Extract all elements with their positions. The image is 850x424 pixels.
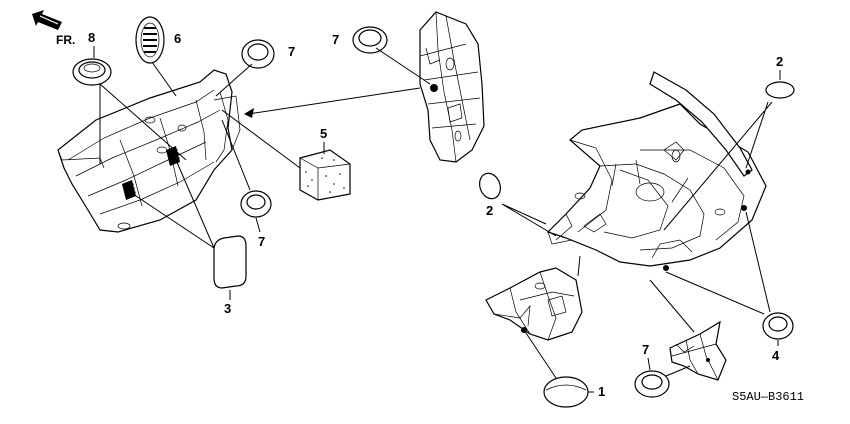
callout-7-lower-left: 7 [258, 234, 265, 249]
front-floor-assembly-drawing [57, 69, 241, 233]
callout-2-right: 2 [776, 54, 783, 69]
grommet-part-7-upper-left [241, 39, 275, 69]
callout-2-left: 2 [486, 203, 493, 218]
grommet-part-7-upper-center [352, 26, 388, 54]
callout-6: 6 [174, 31, 181, 46]
callout-7-upper-center: 7 [332, 32, 339, 47]
grommet-part-8 [72, 58, 112, 86]
plug-part-6 [135, 16, 165, 64]
front-arrow-icon [32, 10, 62, 30]
grommet-part-4 [762, 312, 794, 340]
callout-3: 3 [224, 301, 231, 316]
wheel-housing-bracket-drawing [485, 267, 583, 341]
leader-arrow-icon [244, 108, 254, 118]
front-direction-label: FR. [56, 33, 75, 47]
small-bracket-drawing [669, 320, 727, 381]
seal-part-2-right [765, 81, 795, 99]
callout-7-upper-left: 7 [288, 44, 295, 59]
seal-part-2-left [479, 172, 501, 200]
grommet-part-7-lower-right [634, 370, 670, 398]
diagram-code: S5AU—B3611 [732, 390, 804, 404]
callout-4: 4 [772, 348, 780, 363]
foam-block-part-5 [299, 149, 351, 201]
grommet-part-7-lower-left [240, 190, 272, 218]
round-plug-part-1 [543, 376, 589, 408]
rear-floor-assembly-drawing [546, 71, 767, 271]
seal-pad-part-3 [213, 235, 247, 289]
callout-1: 1 [598, 384, 605, 399]
rear-pillar-drawing [419, 11, 485, 163]
callout-5: 5 [320, 126, 327, 141]
callout-7-lower-right: 7 [642, 342, 649, 357]
callout-8: 8 [88, 30, 95, 45]
